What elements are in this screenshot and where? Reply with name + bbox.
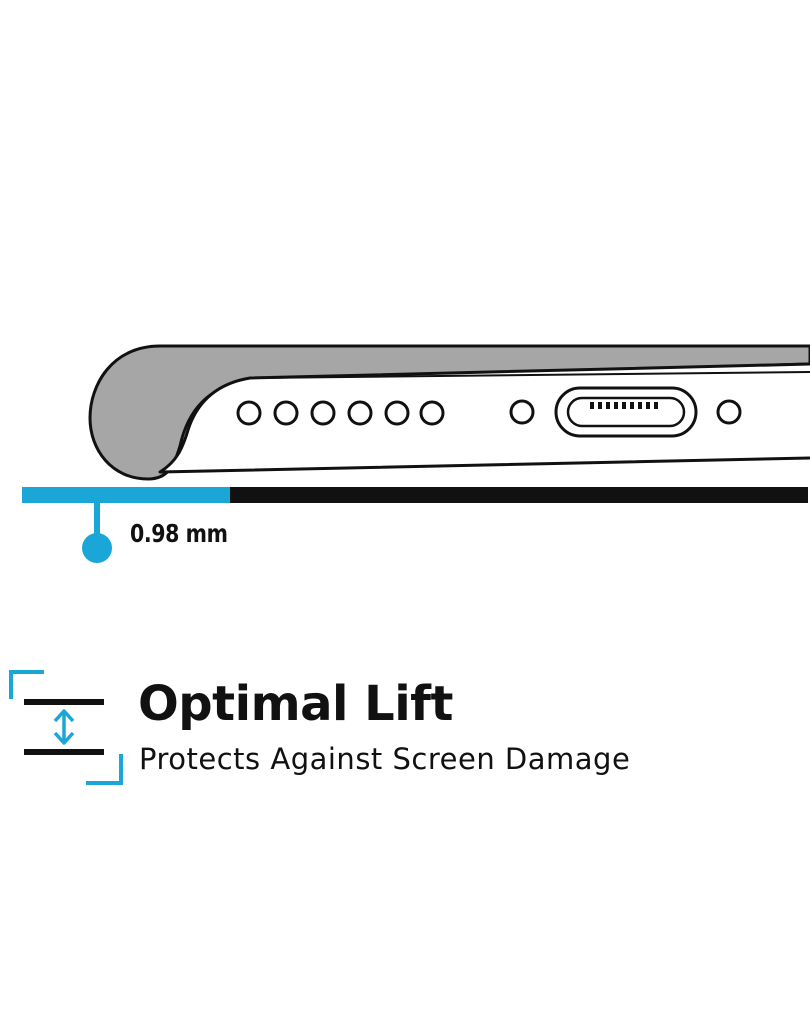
speaker-hole — [347, 400, 373, 426]
lift-arrows-icon — [9, 670, 123, 785]
speaker-hole — [384, 400, 410, 426]
charging-port — [554, 386, 698, 438]
measurement-marker — [82, 503, 112, 563]
phone-body — [158, 362, 810, 474]
speaker-hole — [419, 400, 445, 426]
speaker-grille — [236, 399, 742, 426]
surface-line — [230, 487, 808, 503]
mic-hole-right — [716, 399, 742, 425]
speaker-hole — [236, 400, 262, 426]
feature-title: Optimal Lift — [138, 676, 454, 732]
feature-subtitle: Protects Against Screen Damage — [139, 742, 631, 776]
lift-measurement-label: 0.98 mm — [130, 519, 228, 548]
mic-hole-left — [509, 399, 535, 425]
speaker-hole — [273, 400, 299, 426]
speaker-hole — [310, 400, 336, 426]
phone-top-seam — [249, 371, 810, 379]
lift-gap-bar — [22, 487, 230, 503]
